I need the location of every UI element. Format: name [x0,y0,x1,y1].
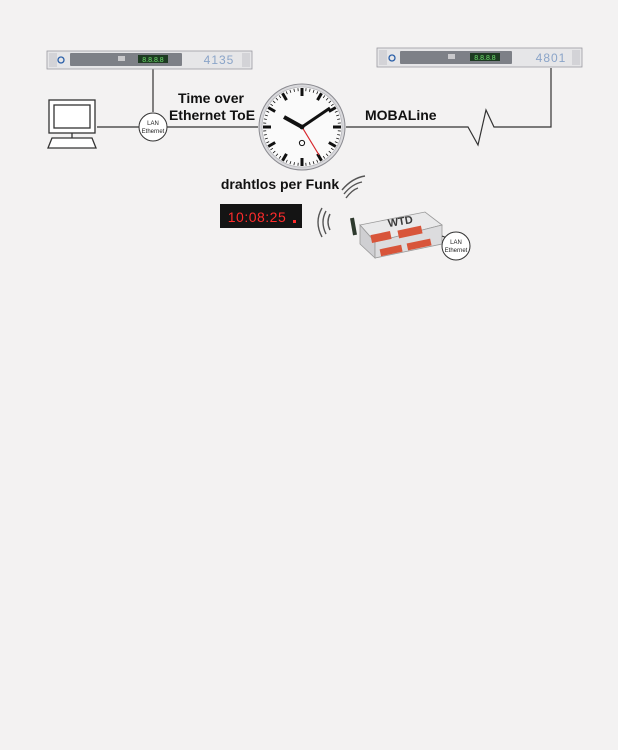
server-left-led: 8.8.8.8 [142,57,164,64]
label-wireless: drahtlos per Funk [221,176,339,192]
digital-clock-time: 10:08:25 [228,209,287,225]
label-ethernet-toe: Ethernet ToE [169,107,255,123]
lan-badge-left: LAN Ethernet [139,113,167,141]
server-right-led: 8.8.8.8 [474,55,496,62]
time-server-right: 8.8.8.8 4801 [377,48,582,67]
lan-badge-right-line1: LAN [450,240,462,246]
gateway-device-icon: WTD [352,212,452,258]
time-server-left: 8.8.8.8 4135 [47,51,252,69]
lan-badge-left-line1: LAN [147,121,159,127]
label-time-over: Time over [178,90,244,106]
computer-icon [48,100,96,148]
server-right-display: 4801 [536,51,567,65]
digital-clock: 10:08:25 [220,204,302,228]
lan-badge-right-line2: Ethernet [445,248,468,254]
wireless-signal-icon-receiver [318,208,330,237]
lan-badge-left-line2: Ethernet [142,129,165,135]
lan-badge-right: LAN Ethernet [442,232,470,260]
label-mobaline: MOBALine [365,107,437,123]
wireless-signal-icon [342,176,365,198]
analog-clock-icon [259,84,345,170]
server-left-display: 4135 [204,53,235,67]
